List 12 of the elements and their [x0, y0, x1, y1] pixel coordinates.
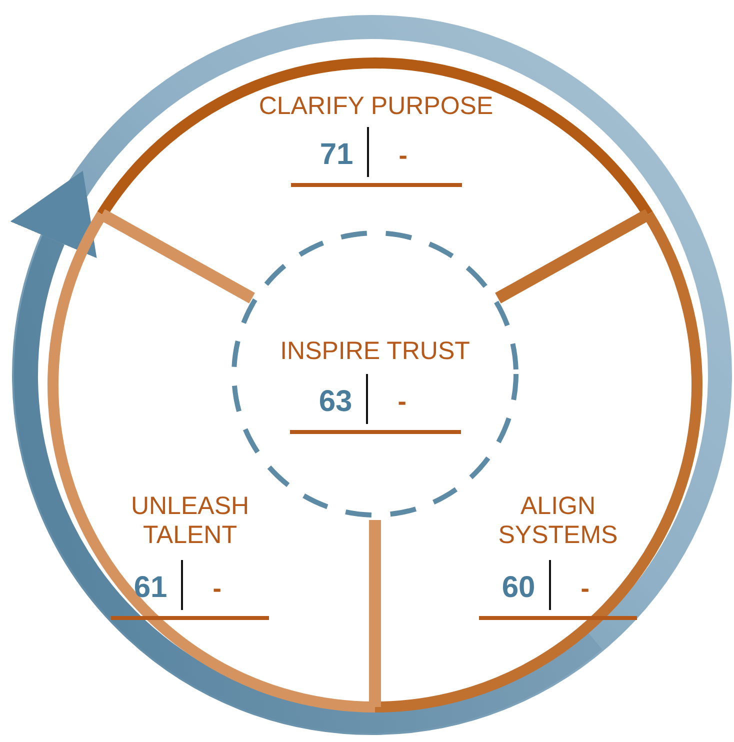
score-value: 60: [500, 571, 536, 605]
score-value: 71: [318, 138, 354, 172]
section-title: CLARIFY PURPOSE: [258, 92, 494, 121]
section-title: UNLEASH TALENT: [130, 492, 250, 550]
score-value: 61: [132, 571, 168, 605]
section-title: ALIGN SYSTEMS: [497, 492, 619, 550]
score-dash: -: [580, 572, 590, 604]
section-title: INSPIRE TRUST: [280, 336, 470, 366]
score-dash: -: [398, 140, 408, 170]
score-dash: -: [212, 572, 222, 604]
score-value: 63: [318, 384, 354, 418]
score-dash: -: [396, 386, 408, 417]
